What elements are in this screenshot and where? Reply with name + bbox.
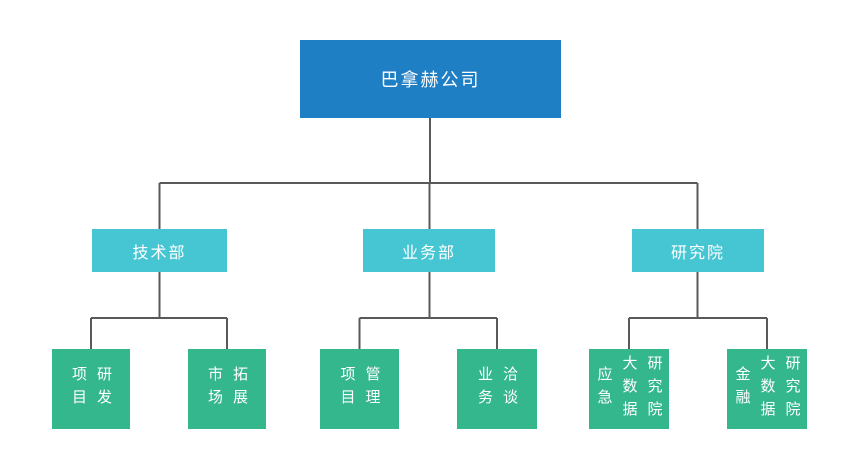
org-node-research-institute[interactable]: 研究院: [632, 229, 764, 272]
org-node-business-negotiation[interactable]: 业务 洽谈: [457, 349, 537, 429]
connector-business-to-children: [358, 272, 498, 349]
org-node-emergency-bigdata-institute[interactable]: 应急 大数据 研究院: [589, 349, 669, 429]
org-node-project-management-label: 项目 管理: [338, 366, 381, 412]
org-node-business-negotiation-label: 业务 洽谈: [476, 366, 518, 412]
org-node-project-rd-label: 项目 研发: [70, 366, 112, 412]
org-node-finance-bigdata-institute-label: 金融 大数据 研究院: [733, 354, 801, 424]
connector-root-to-departments: [158, 118, 699, 229]
org-node-company[interactable]: 巴拿赫公司: [300, 40, 561, 118]
org-node-project-management[interactable]: 项目 管理: [320, 349, 399, 429]
connector-tech-to-children: [90, 272, 228, 349]
org-node-market-expansion[interactable]: 市场 拓展: [188, 349, 266, 429]
org-node-business-dept[interactable]: 业务部: [363, 229, 495, 272]
org-node-finance-bigdata-institute[interactable]: 金融 大数据 研究院: [727, 349, 807, 429]
org-node-tech-dept[interactable]: 技术部: [92, 229, 227, 272]
org-node-market-expansion-label: 市场 拓展: [206, 366, 248, 412]
org-node-emergency-bigdata-institute-label: 应急 大数据 研究院: [595, 354, 663, 424]
org-node-project-rd[interactable]: 项目 研发: [52, 349, 130, 429]
connector-research-to-children: [628, 272, 768, 349]
